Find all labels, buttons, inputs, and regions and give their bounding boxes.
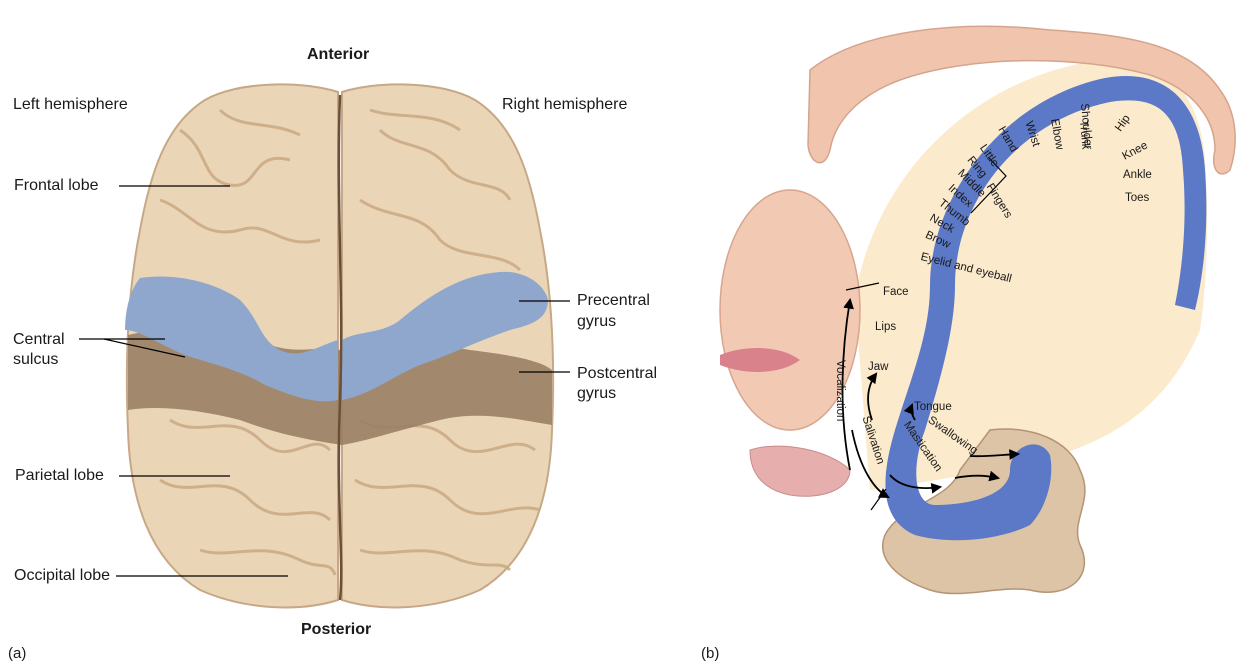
- frontal-lobe-label: Frontal lobe: [14, 178, 99, 194]
- function-vocalization: Vocalization: [834, 360, 846, 421]
- left-hemisphere-label: Left hemisphere: [13, 97, 128, 113]
- precentral-gyrus-label-line1: Precentral: [577, 293, 650, 309]
- region-jaw: Jaw: [868, 362, 888, 374]
- postcentral-gyrus-label-line1: Postcentral: [577, 366, 657, 382]
- region-ankle: Ankle: [1123, 170, 1152, 182]
- parietal-lobe-label: Parietal lobe: [15, 468, 104, 484]
- longitudinal-fissure: [339, 95, 341, 600]
- occipital-lobe-label: Occipital lobe: [14, 568, 110, 584]
- posterior-label: Posterior: [301, 622, 371, 638]
- anterior-label: Anterior: [307, 47, 369, 63]
- panel-b-letter: (b): [701, 645, 719, 662]
- panel-a-letter: (a): [8, 645, 26, 662]
- region-lips: Lips: [875, 322, 896, 334]
- homunculus-illustration: [700, 0, 1251, 665]
- right-hemisphere-label: Right hemisphere: [502, 97, 627, 113]
- central-sulcus-label-line2: sulcus: [13, 352, 58, 368]
- region-toes: Toes: [1125, 193, 1149, 205]
- region-face: Face: [883, 287, 909, 299]
- tongue-drawing: [750, 446, 850, 496]
- postcentral-gyrus-label-line2: gyrus: [577, 386, 616, 402]
- precentral-gyrus-label-line2: gyrus: [577, 314, 616, 330]
- region-tongue: Tongue: [914, 402, 952, 414]
- panel-a-brain-top-view: Anterior Posterior Left hemisphere Right…: [0, 0, 700, 665]
- panel-b-motor-homunculus: Toes Ankle Knee Hip Trunk Shoulder Elbow…: [700, 0, 1251, 665]
- central-sulcus-label-line1: Central: [13, 332, 65, 348]
